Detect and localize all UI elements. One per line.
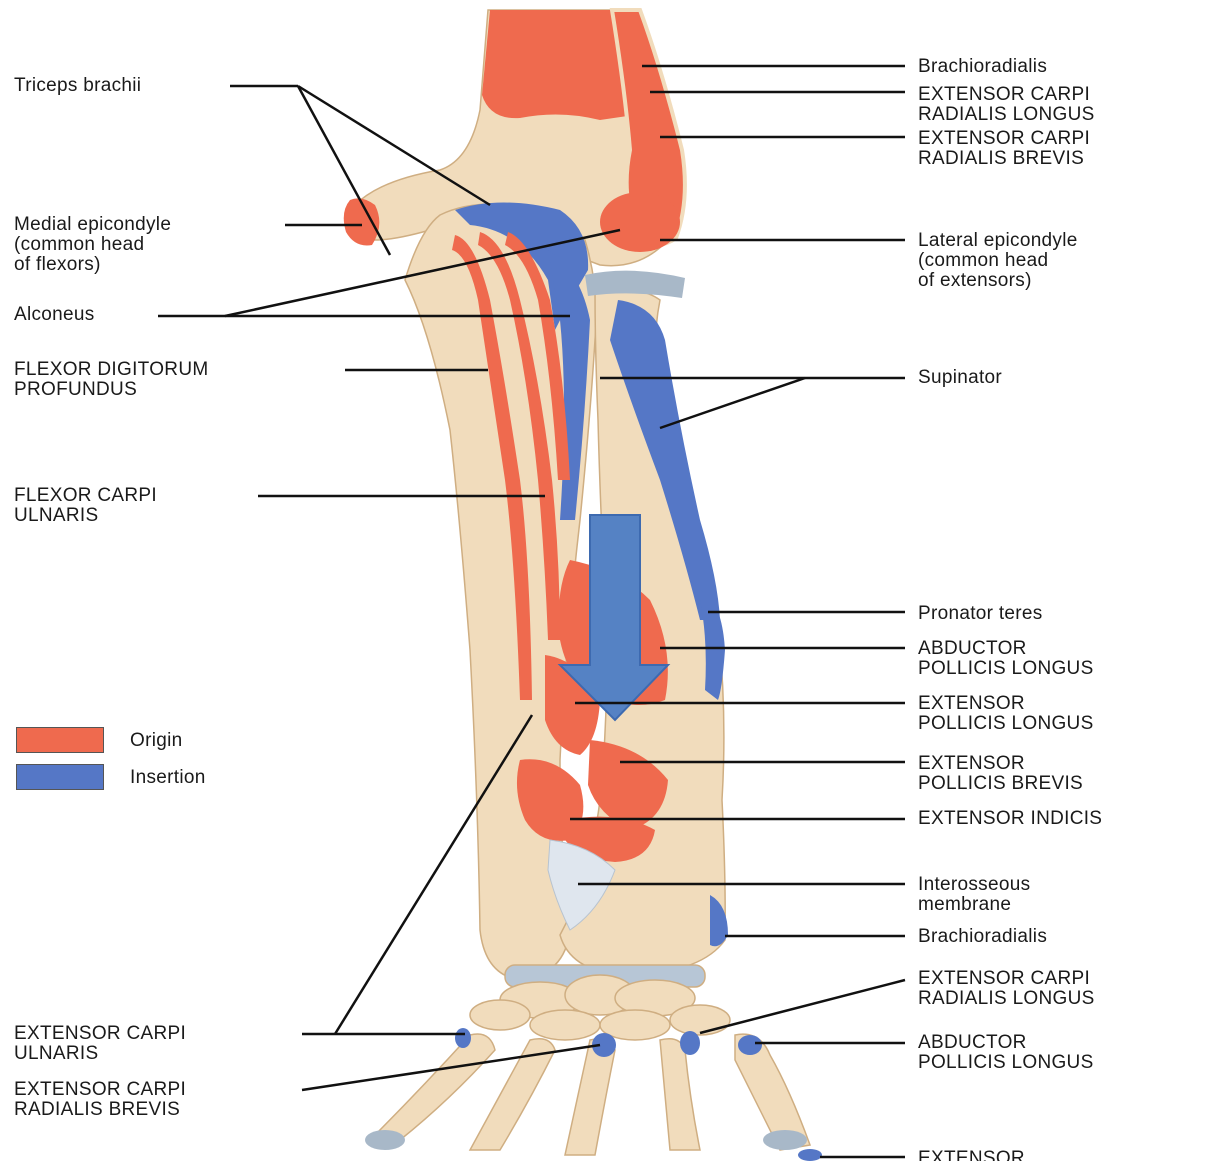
- label-flexor-carpi-ulnaris: FLEXOR CARPI ULNARIS: [14, 486, 157, 526]
- medial-epicondyle-origin: [344, 198, 380, 245]
- lateral-epicondyle-origin: [600, 192, 680, 252]
- legend-origin-swatch: [16, 727, 104, 753]
- label-extensor-cut: EXTENSOR: [918, 1149, 1025, 1161]
- label-extensor-pollicis-brevis: EXTENSOR POLLICIS BREVIS: [918, 754, 1083, 794]
- legend-origin-label: Origin: [130, 731, 182, 751]
- label-lateral-epicondyle: Lateral epicondyle (common head of exten…: [918, 231, 1078, 291]
- label-brachioradialis-top: Brachioradialis: [918, 57, 1047, 77]
- label-abductor-pollicis-longus-mid: ABDUCTOR POLLICIS LONGUS: [918, 639, 1094, 679]
- label-brachioradialis-bottom: Brachioradialis: [918, 927, 1047, 947]
- label-triceps-brachii: Triceps brachii: [14, 76, 141, 96]
- label-extensor-indicis: EXTENSOR INDICIS: [918, 809, 1102, 829]
- label-supinator: Supinator: [918, 368, 1002, 388]
- label-ecrb-top: EXTENSOR CARPI RADIALIS BREVIS: [918, 129, 1090, 169]
- legend-insertion-label: Insertion: [130, 768, 206, 788]
- label-interosseous-membrane: Interosseous membrane: [918, 875, 1030, 915]
- label-flexor-digitorum-profundus: FLEXOR DIGITORUM PROFUNDUS: [14, 360, 208, 400]
- label-alconeus: Alconeus: [14, 305, 95, 325]
- carpal-bones: [470, 965, 730, 1040]
- label-extensor-carpi-radialis-brevis-bottom: EXTENSOR CARPI RADIALIS BREVIS: [14, 1080, 186, 1120]
- label-extensor-carpi-ulnaris: EXTENSOR CARPI ULNARIS: [14, 1024, 186, 1064]
- label-medial-epicondyle: Medial epicondyle (common head of flexor…: [14, 215, 171, 275]
- label-pronator-teres: Pronator teres: [918, 604, 1043, 624]
- label-abductor-pollicis-longus-bottom: ABDUCTOR POLLICIS LONGUS: [918, 1033, 1094, 1073]
- label-ecrl-bottom: EXTENSOR CARPI RADIALIS LONGUS: [918, 969, 1095, 1009]
- label-extensor-pollicis-longus: EXTENSOR POLLICIS LONGUS: [918, 694, 1094, 734]
- label-ecrl-top: EXTENSOR CARPI RADIALIS LONGUS: [918, 85, 1095, 125]
- legend-insertion-swatch: [16, 764, 104, 790]
